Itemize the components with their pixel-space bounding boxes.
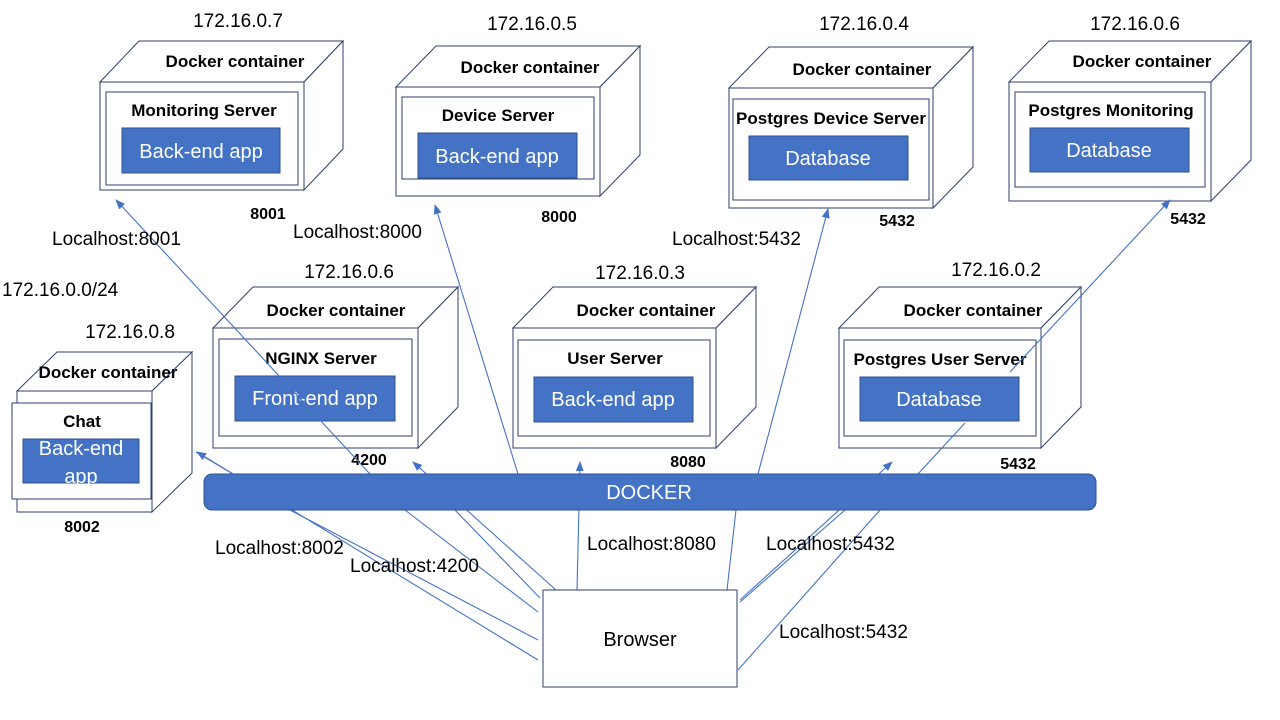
port-label: 4200	[351, 452, 387, 469]
link-pguser-bus	[917, 422, 966, 475]
link-browser-5432-b	[737, 509, 881, 671]
app-box	[533, 376, 694, 423]
link-browser-8000	[454, 509, 541, 599]
link-browser-4200	[404, 509, 539, 613]
link-chat-bus	[195, 451, 234, 475]
server-label: Postgres Device Server	[736, 109, 926, 128]
app-box	[748, 135, 909, 181]
container-title: Docker container	[1073, 52, 1212, 71]
localhost-8080-label: Localhost:8080	[587, 534, 716, 555]
app-box	[22, 438, 140, 484]
server-label: Postgres User Server	[854, 350, 1027, 369]
server-label: Chat	[63, 412, 101, 431]
ip-label: 172.16.0.8	[85, 322, 175, 343]
container-postgres-device: 172.16.0.4 Docker container Postgres Dev…	[727, 14, 975, 230]
app-label-line2: app	[64, 466, 97, 488]
app-label: Database	[1066, 140, 1152, 162]
ip-label: 172.16.0.6	[1090, 14, 1180, 35]
localhost-4200-label: Localhost:4200	[350, 556, 479, 577]
link-to-device	[433, 204, 519, 475]
server-label: Postgres Monitoring	[1028, 101, 1193, 120]
link-to-postgres-monitoring	[1009, 199, 1171, 373]
localhost-8002-label: Localhost:8002	[215, 538, 344, 559]
app-label: Database	[785, 148, 871, 170]
app-box	[859, 376, 1020, 422]
ip-label: 172.16.0.6	[304, 262, 394, 283]
app-box	[417, 132, 578, 179]
link-to-monitoring	[115, 199, 371, 475]
container-title: Docker container	[793, 60, 932, 79]
server-label: Monitoring Server	[131, 101, 277, 120]
container-postgres-monitoring: 172.16.0.6 Docker container Postgres Mon…	[1007, 14, 1253, 228]
port-label: 8001	[250, 206, 286, 223]
container-title: Docker container	[461, 58, 600, 77]
port-label: 8002	[64, 519, 100, 536]
app-label: Back-end app	[139, 141, 262, 163]
link-browser-5432-a	[726, 509, 737, 591]
ip-label: 172.16.0.5	[487, 14, 577, 35]
container-title: Docker container	[166, 52, 305, 71]
port-label: 5432	[1170, 211, 1206, 228]
app-box	[121, 127, 281, 174]
localhost-8000-label: Localhost:8000	[293, 222, 422, 243]
browser-label: Browser	[603, 629, 677, 651]
container-postgres-user: 172.16.0.2 Docker container Postgres Use…	[837, 260, 1083, 473]
container-title: Docker container	[904, 301, 1043, 320]
app-box	[234, 375, 396, 422]
localhost-8001-label: Localhost:8001	[52, 229, 181, 250]
ip-label: 172.16.0.3	[595, 263, 685, 284]
link-browser-8002	[289, 509, 539, 641]
port-label: 8080	[670, 454, 706, 471]
container-title: Docker container	[39, 363, 178, 382]
server-label: User Server	[567, 349, 663, 368]
ip-label: 172.16.0.2	[951, 260, 1041, 281]
port-label: 8000	[541, 209, 577, 226]
docker-bus: DOCKER	[203, 473, 1097, 511]
container-device: 172.16.0.5 Docker container Device Serve…	[394, 14, 642, 226]
ip-label: 172.16.0.7	[193, 11, 283, 32]
link-browser-5432-c	[739, 509, 846, 603]
server-label: Device Server	[442, 106, 555, 125]
localhost-5432-user-label: Localhost:5432	[766, 534, 895, 555]
server-label: NGINX Server	[265, 349, 377, 368]
container-nginx: 172.16.0.6 Docker container NGINX Server…	[211, 262, 460, 469]
container-user: 172.16.0.3 Docker container User Server …	[511, 263, 758, 471]
app-label: Front-end app	[252, 388, 378, 410]
browser-box: Browser	[542, 589, 738, 688]
link-to-postgres-device	[757, 208, 830, 475]
port-label: 5432	[879, 213, 915, 230]
app-label: Database	[896, 389, 982, 411]
subnet-label: 172.16.0.0/24	[2, 280, 119, 301]
app-label-line1: Back-end	[39, 438, 124, 460]
container-chat: 172.16.0.8 Docker container Chat Back-en…	[11, 322, 194, 536]
container-title: Docker container	[267, 301, 406, 320]
port-label: 5432	[1000, 456, 1036, 473]
ip-label: 172.16.0.4	[819, 14, 909, 35]
app-label: Back-end app	[435, 146, 558, 168]
localhost-5432-device-label: Localhost:5432	[672, 229, 801, 250]
container-monitoring: 172.16.0.7 Docker container Monitoring S…	[98, 11, 345, 223]
container-title: Docker container	[577, 301, 716, 320]
app-box	[1029, 127, 1190, 173]
app-label: Back-end app	[551, 389, 674, 411]
docker-bus-label: DOCKER	[606, 482, 692, 504]
localhost-5432-extra-label: Localhost:5432	[779, 622, 908, 643]
